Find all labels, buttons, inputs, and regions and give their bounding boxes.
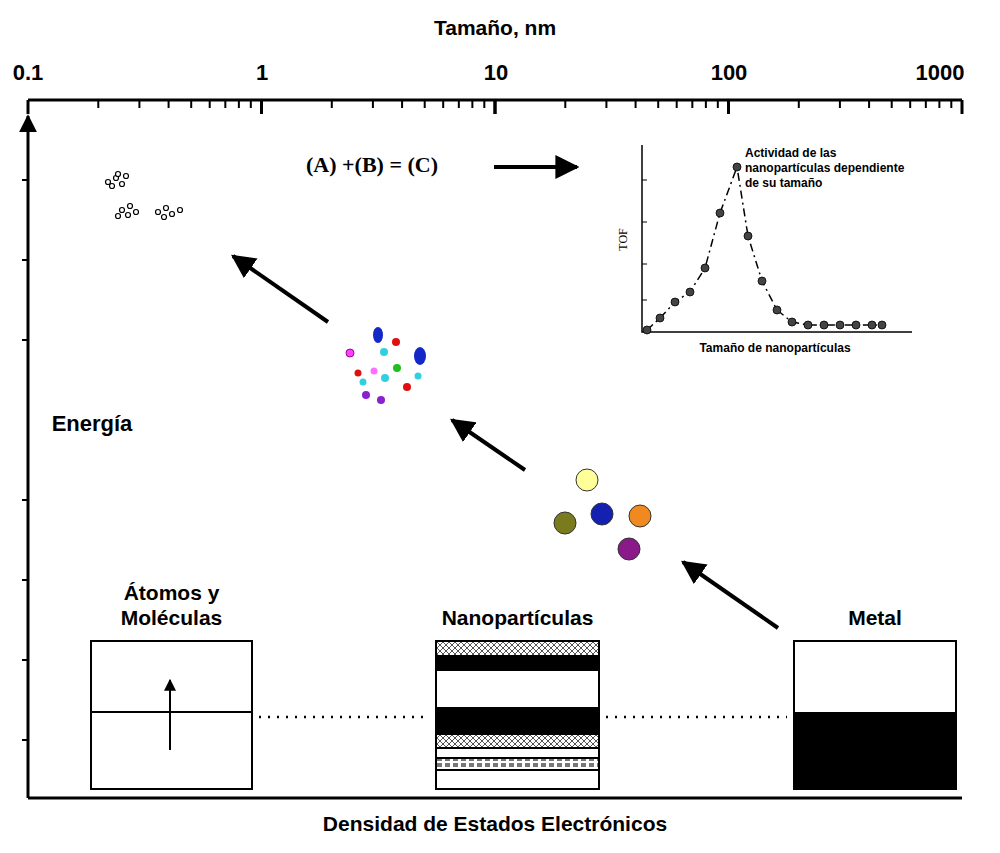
axis-tick [138,100,140,108]
panel-heading: Metal [793,605,957,630]
axis-tick [727,100,730,114]
axis-tick [727,100,730,114]
inset-chart [642,145,912,334]
axis-tick [925,100,927,108]
axis-tick [909,100,911,108]
axis-tick [868,100,870,108]
axis-tick [209,100,211,108]
axis-tick [331,100,333,108]
small-nanoparticles [346,327,426,404]
axis-tick [950,100,952,108]
inset-axis-title: Tamaño de nanopartículas [699,341,850,355]
equation-note: (A) +(B) = (C) [306,152,438,178]
axis-tick [717,100,719,108]
axis-tick [564,100,566,108]
energy-ticks [22,180,28,740]
axis-tick [168,100,170,108]
dos-art [437,642,598,788]
axis-tick [471,100,473,108]
axis-tick [458,100,460,108]
axis-tick [635,100,637,108]
axis-tick [442,100,444,108]
size-axis [28,100,962,114]
axis-title: Energía [52,411,133,437]
energy-axis [27,116,30,798]
dos-panel: Metal [793,605,957,790]
tick-label: 10 [484,60,508,86]
axis-tick [27,100,30,114]
axis-tick [839,100,841,108]
axis-tick [483,100,485,108]
dos-box [90,640,253,790]
large-nanoparticles [554,469,651,560]
tick-label: 0.1 [13,60,44,86]
dos-panel: Átomos y Moléculas [90,580,253,790]
axis-tick [190,100,192,108]
axis-tick [372,100,374,108]
axis-tick [238,100,240,108]
axis-tick [401,100,403,108]
axis-tick [605,100,607,108]
dos-box [435,640,600,790]
axis-tick [798,100,800,108]
atom-clusters [106,172,183,220]
dos-art [795,642,955,788]
axis-tick [961,100,964,114]
inset-annotation: Actividad de las nanopartículas dependie… [745,146,905,191]
axis-title: Tamaño, nm [434,16,556,40]
axis-title: Densidad de Estados Electrónicos [323,812,667,836]
panel-heading: Átomos y Moléculas [90,580,253,630]
dos-panel: Nanopartículas [435,605,600,790]
inset-pointer-arrow [494,165,577,169]
tick-label: 1000 [916,60,965,86]
axis-tick [260,100,263,114]
tick-label: 1 [256,60,268,86]
axis-tick [97,100,99,108]
tick-label: 100 [711,60,748,86]
size-reduction-arrows [233,256,778,628]
inset-axis-title: TOF [616,228,631,250]
axis-tick [494,100,497,114]
axis-tick [938,100,940,108]
dos-box [793,640,957,790]
dotted-connector [606,716,787,719]
axis-tick [657,100,659,108]
axis-tick [891,100,893,108]
axis-tick [424,100,426,108]
panel-heading: Nanopartículas [435,605,600,630]
axis-tick [676,100,678,108]
axis-tick [224,100,226,108]
dotted-connector [259,716,429,719]
dos-art [92,642,251,788]
axis-tick [705,100,707,108]
dos-axis [28,797,962,800]
axis-tick [494,100,497,114]
axis-tick [260,100,263,114]
axis-tick [250,100,252,108]
axis-tick [691,100,693,108]
